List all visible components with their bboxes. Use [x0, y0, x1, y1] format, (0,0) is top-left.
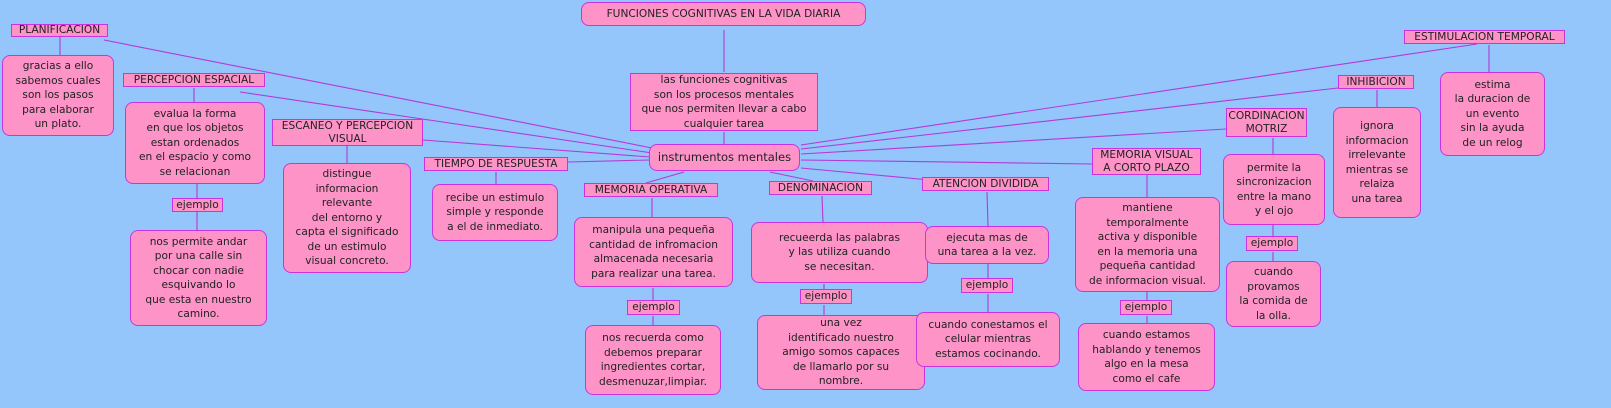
ejemplo-link-denominacion[interactable]: ejemplo	[800, 289, 852, 304]
concept-memoria-visual-corto-plazo[interactable]: MEMORIA VISUAL A CORTO PLAZO	[1092, 148, 1201, 175]
denominacion-description[interactable]: recueerda las palabras y las utiliza cua…	[751, 222, 928, 283]
concept-tiempo-de-respuesta[interactable]: TIEMPO DE RESPUESTA	[424, 157, 568, 171]
center-node-instrumentos-mentales[interactable]: instrumentos mentales	[649, 144, 800, 171]
denominacion-example[interactable]: una vez identificado nuestro amigo somos…	[757, 315, 925, 390]
ejemplo-link-percepcion[interactable]: ejemplo	[172, 198, 223, 212]
concept-escaneo-percepcion-visual[interactable]: ESCANEO Y PERCEPCION VISUAL	[272, 119, 423, 146]
concept-atencion-dividida[interactable]: ATENCION DIVIDIDA	[922, 177, 1049, 191]
escaneo-description[interactable]: distingue informacion relevante del ento…	[283, 163, 411, 273]
concept-inhibicion[interactable]: INHIBICION	[1338, 75, 1414, 89]
memoria-visual-description[interactable]: mantiene temporalmente activa y disponib…	[1075, 197, 1220, 292]
concept-planificacion[interactable]: PLANIFICACION	[11, 24, 108, 37]
definition-node[interactable]: las funciones cognitivas son los proceso…	[630, 73, 818, 131]
concept-estimulacion-temporal[interactable]: ESTIMULACION TEMPORAL	[1404, 30, 1565, 44]
concept-denominacion[interactable]: DENOMINACION	[769, 181, 872, 195]
estimulacion-description[interactable]: estima la duracion de un evento sin la a…	[1440, 72, 1545, 156]
title-node[interactable]: FUNCIONES COGNITIVAS EN LA VIDA DIARIA	[581, 2, 866, 26]
ejemplo-link-atencion[interactable]: ejemplo	[961, 278, 1013, 293]
memoria-operativa-example[interactable]: nos recuerda como debemos preparar ingre…	[585, 325, 721, 395]
planificacion-description[interactable]: gracias a ello sabemos cuales son los pa…	[2, 55, 114, 136]
percepcion-espacial-description[interactable]: evalua la forma en que los objetos estan…	[125, 102, 265, 184]
atencion-dividida-description[interactable]: ejecuta mas de una tarea a la vez.	[925, 226, 1049, 264]
atencion-dividida-example[interactable]: cuando conestamos el celular mientras es…	[916, 312, 1060, 367]
memoria-operativa-description[interactable]: manipula una pequeña cantidad de infroma…	[574, 217, 733, 287]
inhibicion-description[interactable]: ignora informacion irrelevante mientras …	[1333, 107, 1421, 218]
ejemplo-link-memoria-operativa[interactable]: ejemplo	[627, 300, 680, 315]
memoria-visual-example[interactable]: cuando estamos hablando y tenemos algo e…	[1078, 323, 1215, 391]
ejemplo-link-memoria-visual[interactable]: ejemplo	[1120, 300, 1172, 315]
concept-cordinacion-motriz[interactable]: CORDINACION MOTRIZ	[1226, 108, 1307, 137]
percepcion-espacial-example[interactable]: nos permite andar por una calle sin choc…	[130, 230, 267, 326]
cordinacion-example[interactable]: cuando provamos la comida de la olla.	[1226, 261, 1321, 327]
ejemplo-link-cordinacion[interactable]: ejemplo	[1246, 236, 1298, 251]
concept-percepcion-espacial[interactable]: PERCEPCION ESPACIAL	[123, 73, 265, 87]
tiempo-respuesta-description[interactable]: recibe un estimulo simple y responde a e…	[432, 184, 558, 241]
cordinacion-description[interactable]: permite la sincronizacion entre la mano …	[1223, 154, 1325, 225]
concept-memoria-operativa[interactable]: MEMORIA OPERATIVA	[584, 183, 718, 197]
